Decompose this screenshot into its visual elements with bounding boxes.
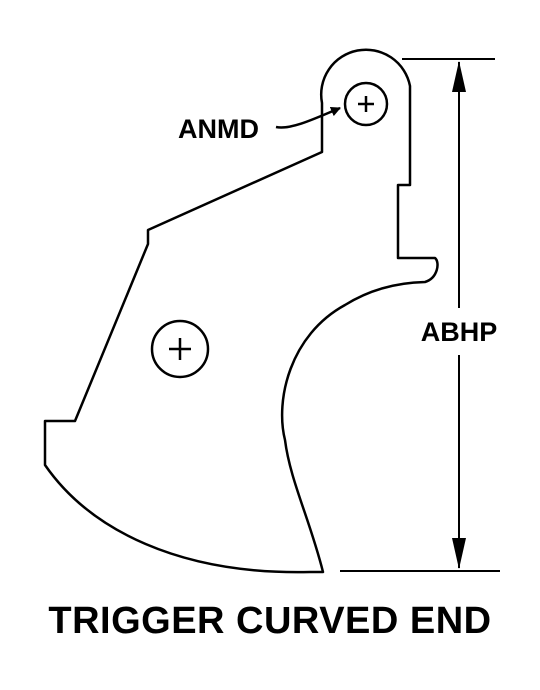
drawing-title: TRIGGER CURVED END [48, 600, 492, 642]
pivot-hole-leader-arrow [275, 106, 341, 129]
dimension-arrowhead-bottom [452, 538, 466, 569]
pivot-hole-label: ANMD [178, 114, 259, 144]
dimension-arrowhead-top [452, 61, 466, 92]
trigger-outline [43, 48, 439, 574]
overall-height-label: ABHP [421, 317, 498, 347]
